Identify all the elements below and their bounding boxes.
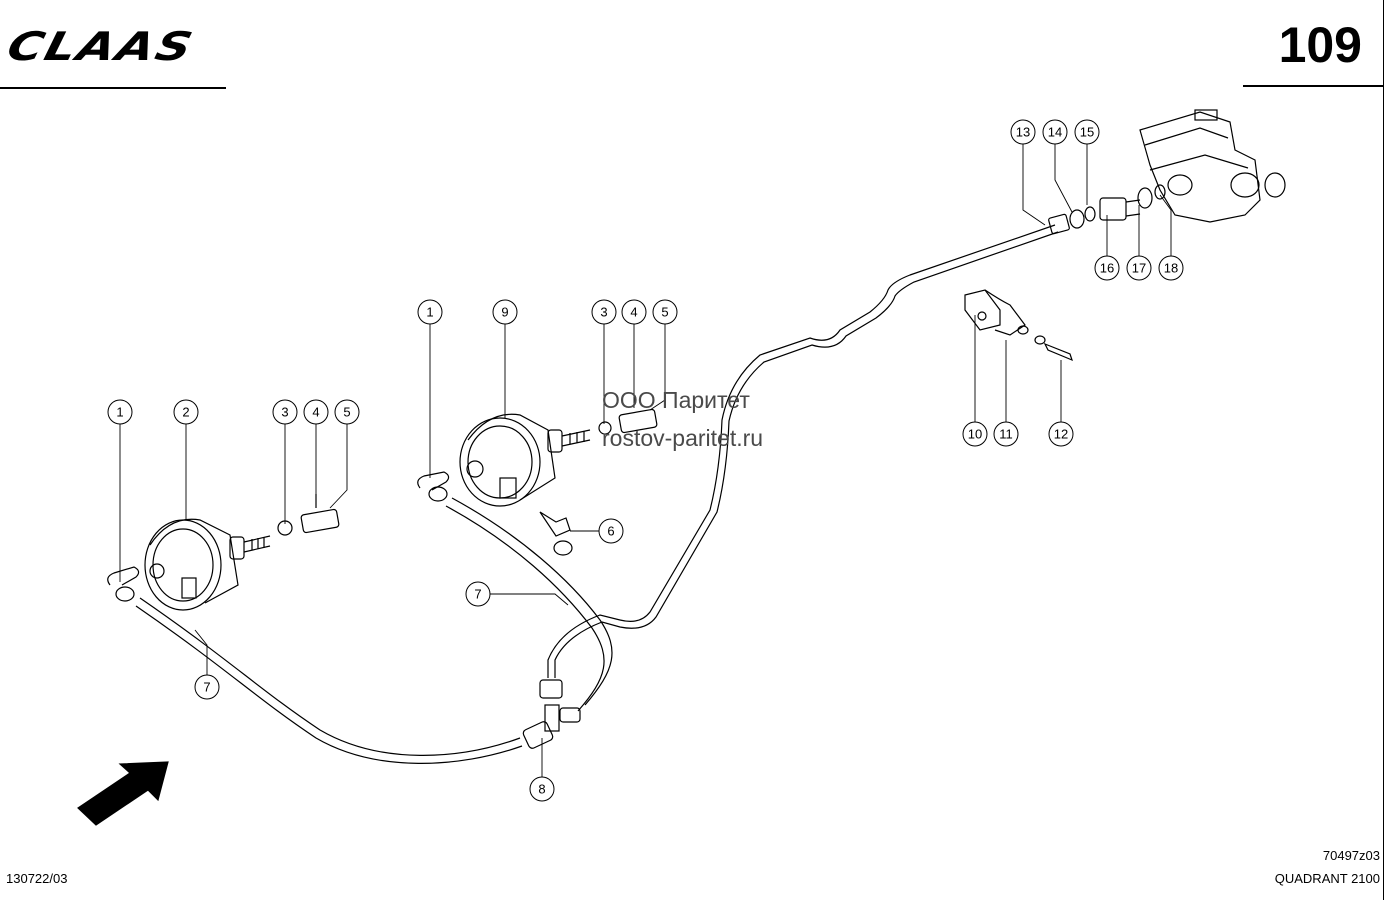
callout-circle (417, 299, 443, 325)
callout-circle (194, 674, 220, 700)
callout-circle (465, 581, 491, 607)
callout-7: 7 (465, 581, 491, 607)
callout-3: 3 (272, 399, 298, 425)
callout-8: 8 (529, 776, 555, 802)
callout-circle (962, 421, 988, 447)
callout-4: 4 (303, 399, 329, 425)
brake-pipe (547, 213, 1070, 678)
callout-circle (1126, 255, 1152, 281)
callout-circle (1074, 119, 1100, 145)
footer-left-code: 130722/03 (6, 871, 68, 886)
callout-circle (1010, 119, 1036, 145)
callout-3: 3 (591, 299, 617, 325)
callout-12: 12 (1048, 421, 1074, 447)
callout-17: 17 (1126, 255, 1152, 281)
watermark: ООО Паритет rostov-paritet.ru (602, 381, 763, 457)
frame-border-right (1383, 0, 1384, 900)
direction-arrow-icon (77, 761, 169, 826)
callout-label: 10 (968, 427, 982, 442)
callout-label: 18 (1164, 261, 1178, 276)
callout-circle (621, 299, 647, 325)
callout-circle (1042, 119, 1068, 145)
callout-circle (107, 399, 133, 425)
callout-label: 5 (661, 305, 668, 320)
callout-label: 3 (600, 305, 607, 320)
callout-14: 14 (1042, 119, 1068, 145)
middle-actuator (459, 413, 591, 507)
brake-valve-body (1139, 109, 1286, 223)
callout-label: 7 (203, 680, 210, 695)
valve-fittings (1069, 184, 1166, 229)
header-rule-left (0, 87, 226, 89)
callout-label: 12 (1054, 427, 1068, 442)
callout-label: 13 (1016, 125, 1030, 140)
watermark-line1: ООО Паритет (602, 387, 750, 413)
callout-2: 2 (173, 399, 199, 425)
callout-circle (492, 299, 518, 325)
middle-small-parts (539, 408, 658, 556)
callout-label: 15 (1080, 125, 1094, 140)
callout-circle (529, 776, 555, 802)
header-rule-right (1243, 85, 1383, 87)
left-small-parts (277, 494, 340, 536)
callout-circle (303, 399, 329, 425)
callout-4: 4 (621, 299, 647, 325)
callout-11: 11 (993, 421, 1019, 447)
footer-drawing-code: 70497z03 (1322, 848, 1380, 863)
callout-label: 4 (312, 405, 319, 420)
callout-label: 7 (474, 587, 481, 602)
callout-9: 9 (492, 299, 518, 325)
callout-label: 4 (630, 305, 637, 320)
callout-label: 11 (999, 427, 1013, 442)
callout-1: 1 (107, 399, 133, 425)
callout-label: 5 (343, 405, 350, 420)
watermark-line2: rostov-paritet.ru (602, 425, 764, 451)
callout-5: 5 (334, 399, 360, 425)
leader-lines (119, 144, 1172, 777)
middle-elbow-fitting (417, 471, 450, 502)
callout-18: 18 (1158, 255, 1184, 281)
callout-circle (173, 399, 199, 425)
callout-circle (591, 299, 617, 325)
callout-circle (652, 299, 678, 325)
callout-circle (334, 399, 360, 425)
callout-circle (993, 421, 1019, 447)
callout-label: 1 (426, 305, 433, 320)
callout-label: 6 (607, 524, 614, 539)
callout-10: 10 (962, 421, 988, 447)
footer-model: QUADRANT 2100 (1274, 871, 1380, 886)
pipe-clamp (964, 289, 1073, 362)
hose-left (135, 597, 523, 764)
callout-circle (1048, 421, 1074, 447)
callout-label: 9 (501, 305, 508, 320)
page-number: 109 (1278, 17, 1362, 73)
callout-circle (272, 399, 298, 425)
left-actuator (144, 518, 271, 611)
callout-6: 6 (598, 518, 624, 544)
callout-label: 17 (1132, 261, 1146, 276)
callout-16: 16 (1094, 255, 1120, 281)
callout-13: 13 (1010, 119, 1036, 145)
callout-1: 1 (417, 299, 443, 325)
callout-label: 2 (182, 405, 189, 420)
t-connector (522, 679, 581, 749)
callout-circle (1094, 255, 1120, 281)
callout-circle (1158, 255, 1184, 281)
callout-label: 8 (538, 782, 545, 797)
hose-middle (445, 497, 613, 712)
callout-circle (598, 518, 624, 544)
callout-5: 5 (652, 299, 678, 325)
callout-label: 14 (1048, 125, 1062, 140)
callout-7: 7 (194, 674, 220, 700)
callout-label: 1 (116, 405, 123, 420)
callout-label: 3 (281, 405, 288, 420)
callout-label: 16 (1100, 261, 1114, 276)
callout-15: 15 (1074, 119, 1100, 145)
left-elbow-fitting (107, 566, 140, 602)
